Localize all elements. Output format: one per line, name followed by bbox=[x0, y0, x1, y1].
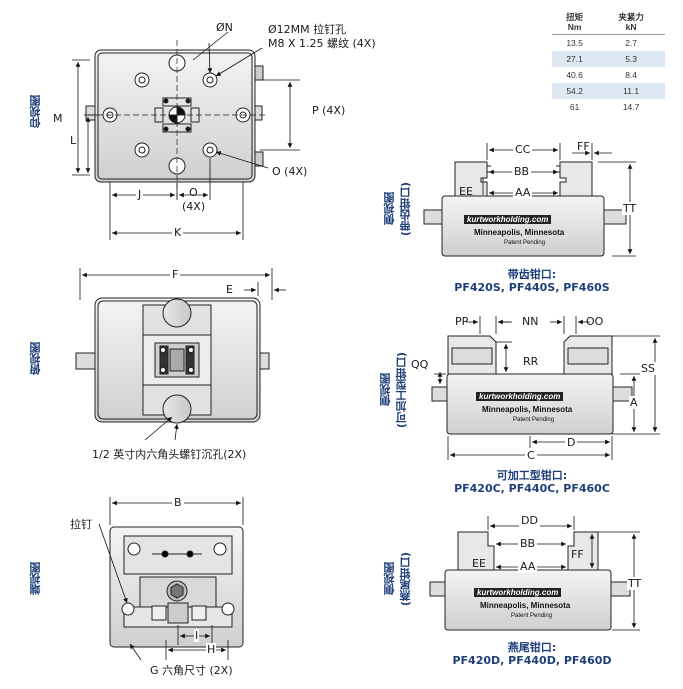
dim-e: E bbox=[226, 283, 233, 296]
top-view bbox=[75, 297, 270, 424]
side-view-machinable bbox=[431, 335, 633, 435]
city-text-3: Minneapolis, Minnesota bbox=[480, 601, 571, 610]
city-text-1: Minneapolis, Minnesota bbox=[474, 228, 565, 237]
dim-qq: QQ bbox=[411, 358, 429, 371]
dim-pp: PP bbox=[455, 315, 469, 328]
dim-p-4x: P (4X) bbox=[312, 104, 346, 117]
top-view-dimensions bbox=[79, 268, 286, 441]
dim-ee: EE bbox=[459, 185, 473, 198]
dim-i: I bbox=[194, 629, 200, 642]
label-side-view-machinable: 侧视图 (可加工型钳口) bbox=[379, 352, 408, 429]
brand-mark-2: kurtworkholding.com bbox=[476, 392, 564, 401]
hex-size-note: G 六角尺寸 (2X) bbox=[150, 664, 233, 677]
socket-head-note: 1/2 英寸内六角头螺钉沉孔(2X) bbox=[92, 448, 247, 461]
patent-text-3: Patent Pending bbox=[511, 613, 553, 619]
brand-mark-3: kurtworkholding.com bbox=[474, 588, 562, 597]
caption-serrated-models: PF420S, PF440S, PF460S bbox=[454, 281, 610, 294]
label-side-view-dovetail: 侧视图 (燕尾钳口) bbox=[383, 552, 412, 607]
dim-b: B bbox=[172, 496, 184, 509]
dim-tt-dovetail: TT bbox=[627, 577, 643, 590]
side-view-serrated bbox=[423, 161, 627, 257]
dim-cc: CC bbox=[513, 143, 533, 156]
dim-bb: BB bbox=[512, 165, 532, 178]
label-side-view-serrated: 侧视图 (带齿钳口) bbox=[383, 182, 412, 237]
dim-ff-dovetail: FF bbox=[571, 548, 584, 561]
label-bottom-view: 仰视图 bbox=[29, 95, 42, 128]
side-view-dovetail bbox=[429, 531, 631, 631]
dim-ss: SS bbox=[640, 362, 656, 375]
dim-aa: AA bbox=[513, 186, 533, 199]
patent-text-2: Patent Pending bbox=[513, 417, 555, 423]
dim-oo: OO bbox=[586, 315, 604, 328]
patent-text-1: Patent Pending bbox=[504, 240, 546, 246]
force-header: 夹紧力 kN bbox=[597, 10, 665, 35]
caption-serrated-title: 带齿钳口: bbox=[507, 268, 557, 281]
dim-aa-dovetail: AA bbox=[518, 560, 538, 573]
dim-nn: NN bbox=[522, 315, 539, 328]
torque-header: 扭矩 Nm bbox=[552, 10, 598, 35]
dim-l: L bbox=[70, 134, 77, 147]
city-text-2: Minneapolis, Minnesota bbox=[482, 405, 573, 414]
dim-a: A bbox=[629, 396, 639, 409]
dim-o: O bbox=[189, 186, 198, 199]
dim-c: C bbox=[525, 449, 537, 462]
bottom-view bbox=[85, 40, 266, 200]
dim-o-4x-bottom: (4X) bbox=[182, 200, 206, 213]
end-view bbox=[109, 526, 244, 648]
side-view-serrated-dimensions bbox=[482, 143, 636, 257]
dim-h: H bbox=[206, 643, 217, 656]
dim-d: D bbox=[565, 436, 578, 449]
label-top-view: 俯视图 bbox=[29, 342, 42, 375]
dim-ff: FF bbox=[577, 140, 590, 153]
dim-f: F bbox=[170, 268, 181, 281]
caption-machinable-title: 可加工型钳口: bbox=[496, 469, 568, 482]
thread-note: M8 X 1.25 螺纹 (4X) bbox=[268, 37, 376, 50]
caption-machinable-models: PF420C, PF440C, PF460C bbox=[454, 482, 610, 495]
dim-j: J bbox=[136, 188, 144, 201]
pull-stud-hole-note: Ø12MM 拉钉孔 bbox=[268, 23, 347, 36]
dim-rr: RR bbox=[523, 355, 539, 368]
caption-dovetail-models: PF420D, PF440D, PF460D bbox=[452, 654, 612, 667]
dim-o-4x-right: O (4X) bbox=[272, 165, 308, 178]
dim-m: M bbox=[53, 112, 63, 125]
caption-dovetail-title: 燕尾钳口: bbox=[507, 641, 557, 654]
dim-dd: DD bbox=[519, 514, 540, 527]
pull-stud-label: 拉钉 bbox=[70, 518, 92, 531]
dim-bb-dovetail: BB bbox=[518, 537, 538, 550]
brand-mark-1: kurtworkholding.com bbox=[464, 215, 552, 224]
side-view-machinable-dimensions bbox=[434, 316, 660, 460]
dim-tt: TT bbox=[622, 202, 638, 215]
dim-on: ØN bbox=[216, 21, 233, 34]
dim-ee-dovetail: EE bbox=[472, 557, 486, 570]
dim-k: K bbox=[172, 226, 184, 239]
label-end-view: 端视图 bbox=[29, 562, 42, 595]
